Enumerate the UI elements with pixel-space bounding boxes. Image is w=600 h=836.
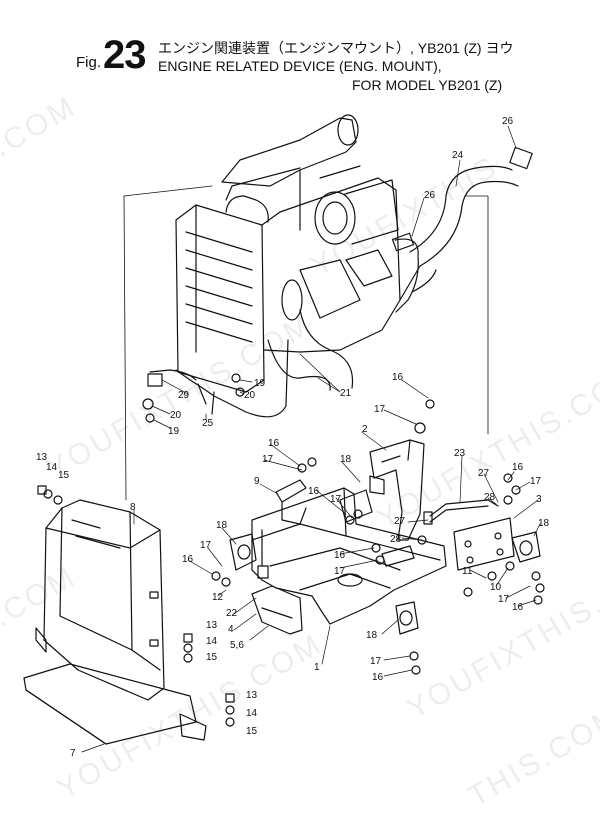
callout: 11 [462, 566, 473, 577]
engine-assembly [175, 114, 419, 393]
callout: 13 [246, 690, 258, 701]
figure-header: Fig. 23 エンジン関連装置（エンジンマウント）, YB201 (Z) ヨウ… [0, 0, 600, 93]
figure-title-japanese: エンジン関連装置（エンジンマウント）, YB201 (Z) ヨウ [158, 40, 514, 56]
callout: 20 [244, 390, 256, 401]
callout: 16 [392, 372, 404, 383]
figure-prefix: Fig. [76, 54, 102, 71]
callout: 17 [330, 494, 342, 505]
callout: 13 [206, 620, 218, 631]
callout: 14 [246, 708, 258, 719]
callout: 3 [536, 494, 542, 505]
callout: 27 [394, 516, 406, 527]
callout: 18 [340, 454, 352, 465]
callout: 17 [200, 540, 212, 551]
callout: 20 [170, 410, 182, 421]
callout: 24 [452, 150, 464, 161]
fittings [142, 373, 245, 423]
callout-leaders [81, 125, 541, 753]
pipe-23 [423, 499, 499, 525]
callout: 15 [58, 470, 70, 481]
callout: 17 [498, 594, 510, 605]
callout: 28 [390, 534, 402, 545]
hose-24 [391, 146, 533, 301]
figure-title-model: FOR MODEL YB201 (Z) [352, 77, 503, 93]
callout: 1 [314, 662, 320, 673]
callout: 13 [36, 452, 48, 463]
callout: 2 [362, 424, 368, 435]
callout: 18 [216, 520, 228, 531]
callout-labels: 26 24 26 21 16 17 29 19 20 20 19 25 2 16… [36, 116, 550, 759]
callout: 14 [206, 636, 218, 647]
callout: 28 [484, 492, 496, 503]
callout: 16 [512, 462, 524, 473]
callout: 17 [370, 656, 382, 667]
callout: 17 [334, 566, 346, 577]
callout: 15 [206, 652, 218, 663]
callout: 12 [212, 592, 224, 603]
main-frame-1 [251, 487, 447, 625]
callout: 25 [202, 418, 214, 429]
callout: 16 [512, 602, 524, 613]
callout: 16 [372, 672, 384, 683]
callout: 29 [178, 390, 190, 401]
callout: 16 [334, 550, 346, 561]
figure-number: 23 [103, 33, 146, 77]
callout: 5,6 [230, 640, 244, 651]
reference-lines [123, 185, 489, 501]
callout: 10 [490, 582, 502, 593]
bolts [37, 485, 235, 727]
callout: 19 [254, 378, 266, 389]
bracket-3 [453, 517, 515, 571]
radiator-frame-8 [35, 499, 165, 701]
plates-4-5-6 [251, 565, 303, 635]
callout: 17 [262, 454, 274, 465]
engine-mount-18 [229, 475, 541, 635]
callout: 14 [46, 462, 58, 473]
callout: 16 [182, 554, 194, 565]
callout: 18 [366, 630, 378, 641]
callout: 22 [226, 608, 238, 619]
callout: 26 [424, 190, 436, 201]
callout: 16 [268, 438, 280, 449]
callout: 23 [454, 448, 466, 459]
callout: 16 [308, 486, 320, 497]
callout: 7 [70, 748, 76, 759]
callout: 18 [538, 518, 550, 529]
callout: 21 [340, 388, 352, 399]
callout: 4 [228, 624, 234, 635]
base-plate-7 [23, 663, 207, 745]
callout: 17 [530, 476, 542, 487]
callout: 8 [130, 502, 136, 513]
callout: 15 [246, 726, 258, 737]
bracket-9 [275, 479, 307, 525]
callout: 17 [374, 404, 386, 415]
callout: 19 [168, 426, 180, 437]
figure-title-english: ENGINE RELATED DEVICE (ENG. MOUNT), [158, 58, 442, 74]
callout: 26 [502, 116, 514, 127]
callout: 9 [254, 476, 260, 487]
hoses-21 [149, 309, 354, 418]
callout: 27 [478, 468, 490, 479]
bracket-2 [369, 439, 425, 541]
